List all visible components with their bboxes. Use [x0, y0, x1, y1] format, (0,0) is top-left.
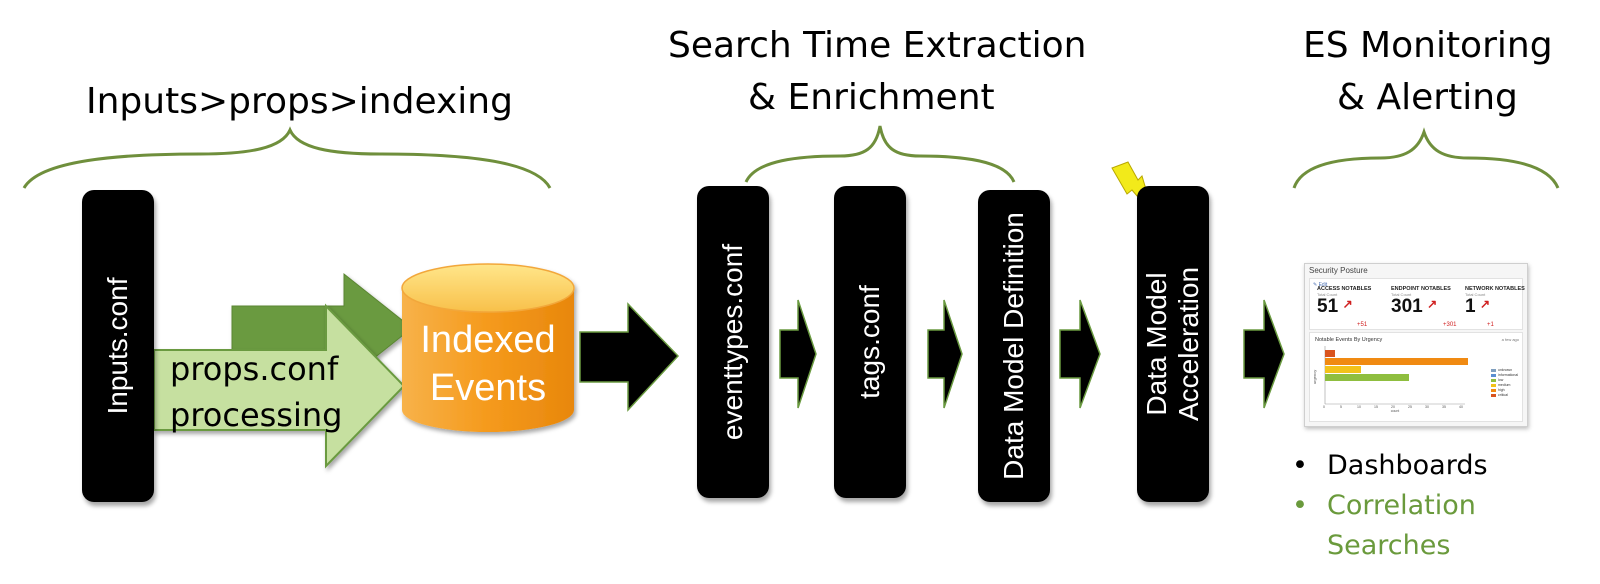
- data-model-acceleration-label: Data Model Acceleration: [1141, 267, 1205, 421]
- x-tick: 40: [1459, 405, 1463, 409]
- chart-timestamp: a few ago: [1501, 337, 1519, 342]
- bar-low: [1325, 374, 1409, 381]
- kpi-endpoint-sub: Total Count: [1391, 292, 1412, 297]
- stage3-heading-line2: & Alerting: [1337, 77, 1518, 118]
- acceleration-label-line1: Data Model: [1141, 272, 1172, 416]
- kpi-endpoint-value: 301: [1391, 296, 1423, 317]
- kpi-network-delta: +1: [1487, 322, 1494, 328]
- dashboard-edit-link[interactable]: ✎ Edit: [1313, 282, 1328, 288]
- kpi-panel: [1309, 278, 1523, 330]
- inputs-conf-bar: Inputs.conf: [82, 190, 154, 502]
- stage2-heading-line2: & Enrichment: [748, 77, 995, 118]
- security-posture-dashboard: Security Posture ✎ Edit ACCESS NOTABLES …: [1304, 263, 1528, 427]
- legend-item: high: [1491, 388, 1505, 393]
- trend-up-icon: ↗: [1480, 297, 1491, 311]
- kpi-network: NETWORK NOTABLES Total Count 1 ↗ +1: [1465, 286, 1535, 328]
- kpi-network-label: NETWORK NOTABLES: [1465, 286, 1525, 292]
- x-tick: 0: [1323, 405, 1325, 409]
- chart-ylabel: urgency: [1313, 370, 1317, 384]
- bar-critical: [1325, 350, 1335, 357]
- data-model-definition-label: Data Model Definition: [998, 212, 1029, 480]
- props-arrow: [153, 303, 406, 469]
- indexed-text-line2: Events: [429, 367, 547, 409]
- data-model-definition-bar: Data Model Definition: [978, 190, 1050, 502]
- stage1-heading: Inputs>props>indexing: [86, 81, 513, 122]
- kpi-access-sub: Total Count: [1317, 292, 1338, 297]
- eventtypes-conf-bar: eventtypes.conf: [697, 186, 769, 498]
- list-item-label: Dashboards: [1327, 450, 1488, 481]
- trend-up-icon: ↗: [1342, 297, 1353, 311]
- props-text-line1: props.conf: [170, 350, 339, 388]
- urgency-bar-chart: urgency count: [1313, 346, 1468, 413]
- brace-stage1: [22, 126, 552, 189]
- trend-up-icon: ↗: [1427, 297, 1438, 311]
- kpi-network-value: 1: [1465, 296, 1476, 317]
- x-tick: 30: [1425, 405, 1429, 409]
- legend-item: informational: [1491, 373, 1518, 378]
- data-model-acceleration-bar: Data Model Acceleration: [1137, 186, 1209, 502]
- indexed-events-cylinder: [401, 263, 575, 432]
- list-item-dashboards: • Dashboards: [1290, 446, 1488, 486]
- flow-arrow-4: [1059, 299, 1101, 409]
- flow-arrow-1: [579, 302, 680, 412]
- props-processing-text: props.conf processing: [170, 346, 342, 438]
- kpi-access-delta: +51: [1357, 322, 1368, 328]
- list-item-correlation-searches: • Correlation Searches: [1290, 486, 1488, 566]
- tags-conf-label: tags.conf: [854, 285, 885, 399]
- x-tick: 15: [1374, 405, 1378, 409]
- legend-item: unknown: [1491, 368, 1512, 373]
- legend-item: low: [1491, 378, 1503, 383]
- bullet-icon: •: [1292, 450, 1308, 481]
- x-tick: 5: [1340, 405, 1342, 409]
- tags-conf-bar: tags.conf: [834, 186, 906, 498]
- alerting-outputs-list: • Dashboards • Correlation Searches: [1290, 446, 1488, 566]
- legend-item: medium: [1491, 383, 1510, 388]
- list-item-label-continued: Searches: [1327, 530, 1451, 561]
- x-tick: 20: [1391, 405, 1395, 409]
- indexed-events-text: Indexed Events: [404, 316, 572, 412]
- kpi-access-label: ACCESS NOTABLES: [1317, 286, 1372, 292]
- flow-arrow-5: [1243, 299, 1285, 409]
- kpi-endpoint: ENDPOINT NOTABLES Total Count 301 ↗ +301: [1391, 286, 1461, 328]
- x-tick: 25: [1408, 405, 1412, 409]
- x-tick: 35: [1442, 405, 1446, 409]
- kpi-network-sub: Total Count: [1465, 292, 1486, 297]
- props-text-line2: processing: [170, 396, 343, 434]
- kpi-access: ACCESS NOTABLES Total Count 51 ↗ +51: [1317, 286, 1387, 328]
- bullet-icon: •: [1292, 490, 1308, 521]
- chart-title: Notable Events By Urgency: [1315, 337, 1383, 343]
- list-item-label: Correlation: [1327, 490, 1476, 521]
- brace-stage2: [744, 125, 1016, 183]
- inputs-conf-label: Inputs.conf: [102, 277, 133, 415]
- brace-stage3: [1292, 127, 1560, 189]
- chart-xlabel: count: [1391, 409, 1400, 413]
- flow-arrow-3: [927, 299, 963, 409]
- kpi-access-value: 51: [1317, 296, 1339, 317]
- kpi-endpoint-delta: +301: [1443, 322, 1457, 328]
- x-tick: 10: [1357, 405, 1361, 409]
- bar-high: [1325, 358, 1468, 365]
- stage3-heading-line1: ES Monitoring: [1303, 25, 1553, 66]
- eventtypes-conf-label: eventtypes.conf: [717, 243, 748, 441]
- bar-medium: [1325, 366, 1361, 373]
- stage2-heading-line1: Search Time Extraction: [668, 25, 1087, 66]
- kpi-endpoint-label: ENDPOINT NOTABLES: [1391, 286, 1451, 292]
- legend-item: critical: [1491, 393, 1508, 398]
- dashboard-title: Security Posture: [1309, 266, 1368, 275]
- acceleration-label-line2: Acceleration: [1173, 266, 1204, 422]
- indexed-text-line1: Indexed: [420, 319, 556, 361]
- flow-arrow-2: [779, 299, 817, 409]
